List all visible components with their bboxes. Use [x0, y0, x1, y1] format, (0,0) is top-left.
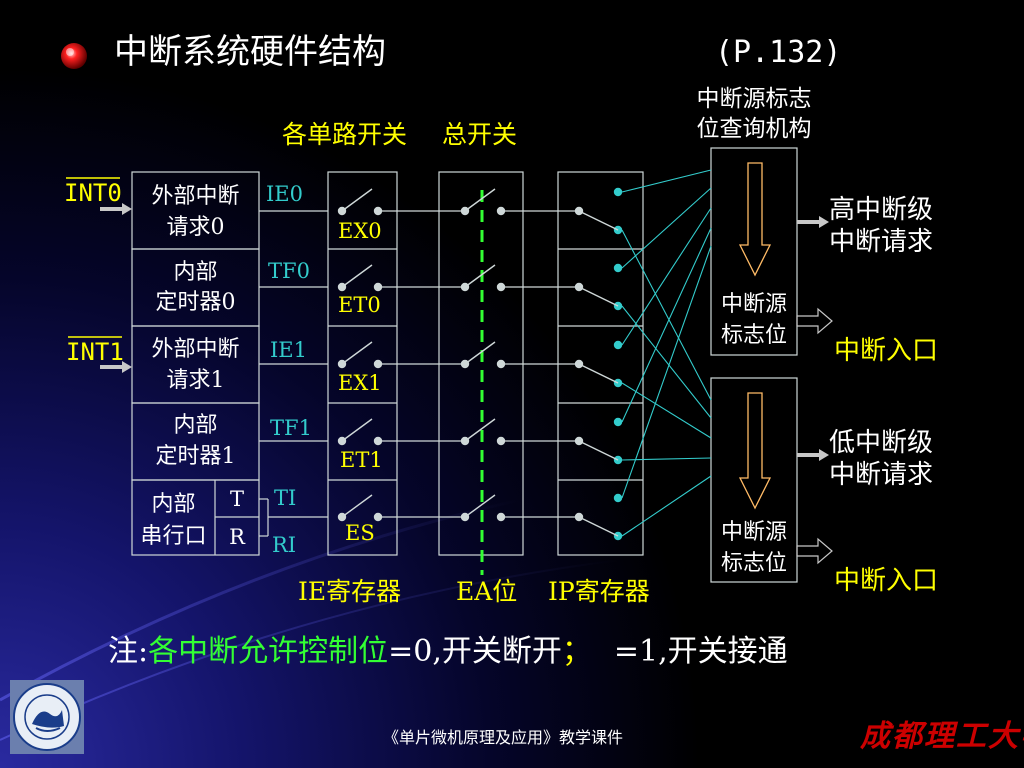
note-highlight: 各中断允许控制位: [148, 634, 389, 669]
flag-ie0: IE0: [266, 182, 303, 206]
selector-blade: [578, 516, 619, 537]
entry-high: 中断入口: [834, 336, 939, 366]
university-signature: 成都理工大学: [860, 719, 1024, 754]
flag-bit-high-line1: 中断源: [720, 292, 787, 317]
high-priority-line2: 中断请求: [829, 227, 934, 257]
priority-line-low: [621, 382, 712, 439]
flag-tf0: TF0: [268, 259, 310, 283]
priority-line-low: [621, 475, 712, 537]
selector-contact-high: [613, 187, 623, 197]
switch-blade: [464, 264, 496, 288]
selector-blade: [578, 286, 619, 307]
source-3-line1: 内部: [173, 413, 218, 438]
priority-line-high: [621, 227, 712, 423]
ie-register-label: IE寄存器: [298, 577, 402, 606]
switch-blade: [341, 494, 373, 518]
note-one: =1,开关接通: [613, 634, 788, 669]
source-0-line2: 请求0: [166, 215, 225, 240]
source-2-line1: 外部中断: [151, 337, 240, 362]
source-2-line2: 请求1: [166, 368, 225, 393]
priority-line-high: [621, 207, 712, 346]
source-1-line2: 定时器0: [155, 290, 236, 315]
switch-blade: [464, 418, 496, 442]
selector-contact-high: [613, 493, 623, 503]
flag-ie1: IE1: [270, 338, 307, 362]
flag-ri: RI: [272, 533, 297, 557]
flag-bit-low-line1: 中断源: [720, 520, 787, 545]
page-reference: (P.132): [715, 35, 842, 70]
note-semicolon: ；: [561, 634, 592, 669]
label-query-line1: 中断源标志: [696, 86, 812, 112]
int0-label: INT0: [64, 179, 122, 207]
selector-blade: [578, 210, 619, 231]
serial-t-label: T: [229, 487, 244, 511]
enable-ex0: EX0: [338, 219, 382, 243]
label-master-switch: 总开关: [442, 120, 518, 149]
priority-line-low: [621, 457, 712, 461]
note-prefix: 注:: [108, 634, 149, 669]
serial-r-label: R: [229, 525, 245, 549]
switch-blade: [341, 418, 373, 442]
switch-blade: [341, 264, 373, 288]
university-logo: [10, 680, 84, 754]
ea-bit-label: EA位: [456, 577, 518, 606]
low-priority-line1: 低中断级: [829, 428, 934, 458]
label-query-line2: 位查询机构: [696, 116, 812, 142]
enable-et0: ET0: [338, 293, 381, 317]
priority-line-high: [621, 245, 712, 499]
flag-tf1: TF1: [270, 416, 312, 440]
footer-text: 《单片微机原理及应用》教学课件: [383, 728, 624, 747]
priority-line-high: [621, 187, 712, 269]
enable-es: ES: [345, 521, 375, 545]
switch-blade: [464, 494, 496, 518]
note-zero: =0,开关断开: [388, 634, 562, 669]
low-priority-line2: 中断请求: [829, 460, 934, 490]
bullet-icon: [61, 43, 87, 69]
switch-blade: [464, 341, 496, 365]
source-3-line2: 定时器1: [155, 444, 236, 469]
flag-ti: TI: [274, 486, 297, 510]
serial-line1: 内部: [151, 492, 196, 517]
selector-contact-high: [613, 340, 623, 350]
flag-bit-high-line2: 标志位: [720, 323, 787, 348]
flag-bit-low-line2: 标志位: [720, 551, 787, 576]
label-single-switches: 各单路开关: [282, 120, 408, 149]
entry-low: 中断入口: [834, 566, 939, 596]
selector-contact-high: [613, 417, 623, 427]
source-0-line1: 外部中断: [151, 184, 240, 209]
priority-line-high: [621, 169, 712, 193]
priority-line-low: [621, 229, 712, 401]
ip-register-label: IP寄存器: [548, 577, 650, 606]
enable-ex1: EX1: [338, 371, 382, 395]
selector-contact-high: [613, 263, 623, 273]
enable-et1: ET1: [340, 448, 383, 472]
source-1-line1: 内部: [173, 260, 218, 285]
low-priority-query-box: [710, 377, 798, 583]
priority-line-low: [621, 305, 712, 419]
switch-blade: [341, 188, 373, 212]
int1-label: INT1: [66, 338, 124, 366]
slide-title: 中断系统硬件结构: [114, 32, 386, 72]
switch-blade: [341, 341, 373, 365]
high-priority-query-box: [710, 147, 798, 356]
high-priority-line1: 高中断级: [829, 195, 934, 225]
selector-blade: [578, 363, 619, 384]
note-line: 注:各中断允许控制位=0,开关断开； =1,开关接通: [108, 637, 788, 667]
switch-blade: [464, 188, 496, 212]
serial-line2: 串行口: [140, 524, 207, 549]
selector-blade: [578, 440, 619, 461]
